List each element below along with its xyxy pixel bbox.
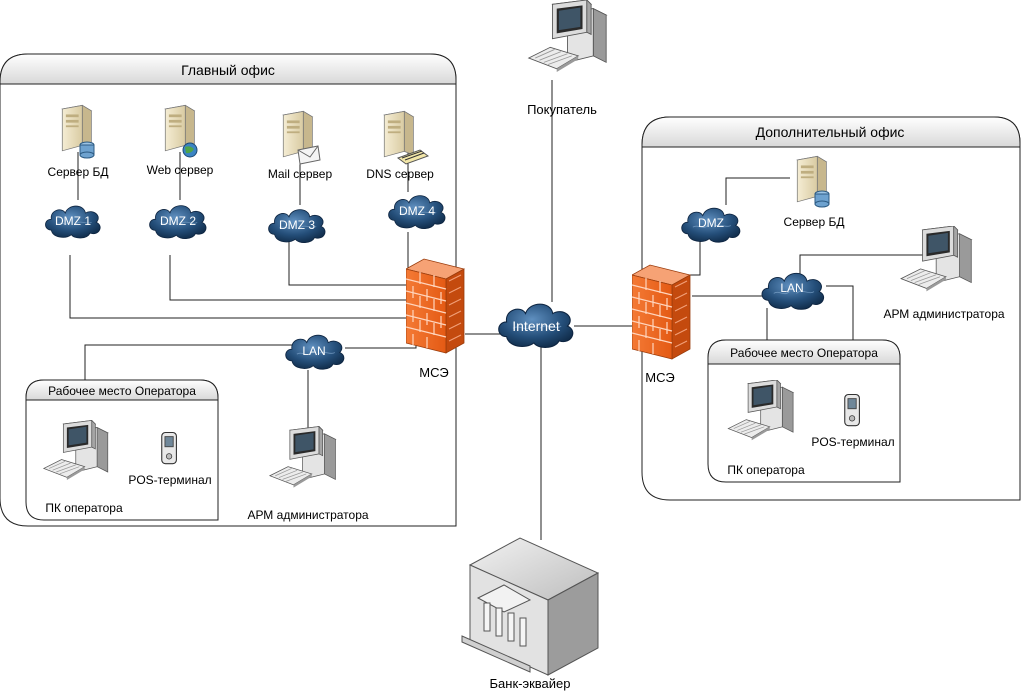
bank-label: Банк-эквайер	[490, 676, 571, 691]
dmz-branch-label: DMZ	[698, 216, 724, 230]
mail-server-label: Mail сервер	[268, 167, 333, 181]
pos-terminal-main[interactable]: POS-терминал	[128, 431, 212, 488]
pos-terminal-icon	[161, 431, 177, 465]
web-server-label: Web сервер	[147, 163, 214, 177]
firewall-main-label: МСЭ	[419, 365, 448, 380]
db-server-main-label: Сервер БД	[48, 165, 109, 179]
bank-acquirer[interactable]: Банк-эквайер	[461, 537, 600, 691]
bank-building-icon	[461, 537, 600, 676]
dmz-2-cloud[interactable]: DMZ 2	[149, 205, 207, 240]
admin-main-label: АРМ администратора	[247, 508, 368, 522]
dmz-4-cloud[interactable]: DMZ 4	[388, 195, 446, 230]
operator-group-main-title: Рабочее место Оператора	[48, 384, 196, 398]
firewall-main[interactable]: МСЭ	[406, 258, 465, 380]
dns-server-label: DNS сервер	[366, 167, 434, 181]
operator-pc-branch-label: ПК оператора	[727, 463, 805, 477]
lan-cloud-branch[interactable]: LAN	[761, 272, 825, 310]
operator-workplace-branch: Рабочее место Оператора	[707, 339, 901, 483]
operator-pc-main[interactable]: ПК оператора	[43, 420, 123, 515]
lan-cloud-main[interactable]: LAN	[285, 334, 345, 370]
operator-pc-branch[interactable]: ПК оператора	[727, 380, 805, 477]
pos-terminal-main-label: POS-терминал	[128, 473, 211, 487]
database-icon	[814, 190, 830, 208]
globe-icon	[182, 142, 198, 158]
db-server-main[interactable]: Сервер БД	[48, 104, 109, 179]
buyer-label: Покупатель	[527, 102, 597, 117]
admin-workstation-main[interactable]: АРМ администратора	[247, 426, 369, 522]
server-icon	[383, 110, 414, 158]
center-wires	[540, 80, 634, 540]
database-icon	[79, 141, 95, 159]
lan-branch-label: LAN	[780, 281, 803, 295]
db-server-branch-label: Сервер БД	[784, 215, 845, 229]
dmz-1-label: DMZ 1	[55, 214, 91, 228]
pos-terminal-branch-label: POS-терминал	[811, 435, 894, 449]
dmz-cloud-branch[interactable]: DMZ	[681, 207, 741, 243]
operator-workplace-main: Рабочее место Оператора	[25, 379, 219, 521]
mail-server-main[interactable]: Mail сервер	[268, 110, 333, 181]
dmz-3-cloud[interactable]: DMZ 3	[268, 209, 326, 244]
firewall-branch-label: МСЭ	[645, 370, 674, 385]
admin-branch-label: АРМ администратора	[883, 307, 1004, 321]
internet-cloud[interactable]: Internet	[498, 303, 574, 349]
dns-server-main[interactable]: DNS сервер	[366, 110, 434, 181]
firewall-icon	[406, 258, 465, 354]
buyer-workstation[interactable]: Покупатель	[527, 0, 607, 117]
internet-label: Internet	[512, 318, 560, 334]
lan-main-label: LAN	[302, 344, 325, 358]
operator-pc-main-label: ПК оператора	[45, 501, 123, 515]
db-server-branch[interactable]: Сервер БД	[784, 155, 845, 229]
firewall-icon	[632, 264, 691, 360]
pos-terminal-branch[interactable]: POS-терминал	[811, 393, 895, 450]
dmz-4-label: DMZ 4	[399, 204, 435, 218]
web-server-main[interactable]: Web сервер	[147, 104, 214, 177]
pos-terminal-icon	[844, 393, 860, 427]
dmz-1-cloud[interactable]: DMZ 1	[45, 205, 101, 239]
branch-office-title: Дополнительный офис	[756, 124, 905, 140]
main-office-title: Главный офис	[181, 62, 275, 78]
main-office-wires	[69, 152, 500, 430]
book-icon	[396, 149, 430, 165]
dmz-3-label: DMZ 3	[279, 218, 315, 232]
firewall-branch[interactable]: МСЭ	[632, 264, 691, 385]
computer-icon	[528, 0, 607, 73]
operator-group-branch-title: Рабочее место Оператора	[730, 346, 878, 360]
envelope-icon	[297, 145, 321, 165]
admin-workstation-branch[interactable]: АРМ администратора	[883, 226, 1005, 321]
dmz-2-label: DMZ 2	[160, 214, 196, 228]
